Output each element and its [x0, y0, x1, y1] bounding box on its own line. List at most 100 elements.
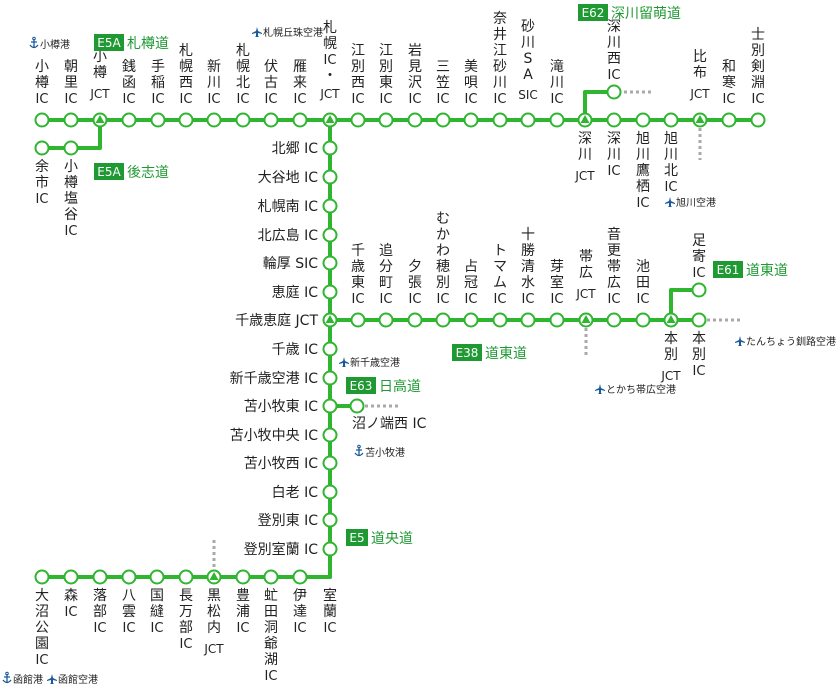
- poi-asahikawa-airport: 旭川空港: [665, 196, 716, 209]
- node-十勝清水IC: [520, 312, 536, 328]
- node-士別剣淵IC: [750, 112, 766, 128]
- e5a-shiribeshi-line: [42, 120, 102, 150]
- node-輪厚-SIC: [322, 255, 338, 271]
- anchor-icon: [354, 444, 364, 457]
- node-美唄IC: [463, 112, 479, 128]
- label-大谷地-IC: 大谷地 IC: [258, 170, 319, 186]
- node-千歳-IC: [322, 341, 338, 357]
- node-本別JCT: [663, 312, 679, 328]
- node-長万部IC: [178, 569, 194, 585]
- node-三笠IC: [435, 112, 451, 128]
- node-苫小牧西-IC: [322, 455, 338, 471]
- airplane-icon: [735, 336, 745, 346]
- poi-tomakomai-port: 苫小牧港: [354, 444, 405, 459]
- node-旭川鷹栖IC: [635, 112, 651, 128]
- node-沼ノ端西-IC: [349, 398, 365, 414]
- airplane-icon: [595, 384, 605, 394]
- node-池田IC: [635, 312, 651, 328]
- airplane-icon: [339, 357, 349, 367]
- node-奈井江砂川IC: [492, 112, 508, 128]
- poi-label: とかち帯広空港: [606, 383, 676, 396]
- node-苫小牧中央-IC: [322, 427, 338, 443]
- future-extensions: [212, 90, 740, 568]
- label-numanohata-nishi: 沼ノ端西 IC: [352, 416, 427, 432]
- poi-hakodate-port: 函館港: [2, 671, 43, 686]
- node-伊達IC: [292, 569, 308, 585]
- poi-otaru-port: 小樽港: [29, 36, 70, 51]
- route-number: E5A: [97, 36, 121, 50]
- poi-label: 新千歳空港: [350, 356, 400, 369]
- label-恵庭-IC: 恵庭 IC: [272, 284, 319, 301]
- poi-sapporo-okadama-airport: 札幌丘珠空港: [252, 26, 323, 39]
- node-豊浦IC: [235, 569, 251, 585]
- node-千歳恵庭-JCT: [322, 312, 338, 328]
- node-岩見沢IC: [407, 112, 423, 128]
- node-大谷地-IC: [322, 169, 338, 185]
- node-占冠IC: [463, 312, 479, 328]
- label-札幌南-IC: 札幌南 IC: [258, 199, 319, 215]
- route-number: E61: [717, 263, 740, 277]
- label-白老-IC: 白老 IC: [272, 485, 319, 501]
- label-登別東-IC: 登別東 IC: [258, 513, 319, 529]
- node-白老-IC: [322, 484, 338, 500]
- anchor-icon: [29, 36, 39, 49]
- node-伏古IC: [263, 112, 279, 128]
- e62-line: [583, 90, 614, 120]
- route-number: E38: [456, 346, 479, 360]
- node-小樽IC: [34, 112, 50, 128]
- node-新川IC: [206, 112, 222, 128]
- node-帯広JCT: [578, 312, 594, 328]
- poi-tancho-kushiro-airport: たんちょう釧路空港: [735, 335, 836, 348]
- e61-line: [669, 288, 699, 320]
- node-手稲IC: [150, 112, 166, 128]
